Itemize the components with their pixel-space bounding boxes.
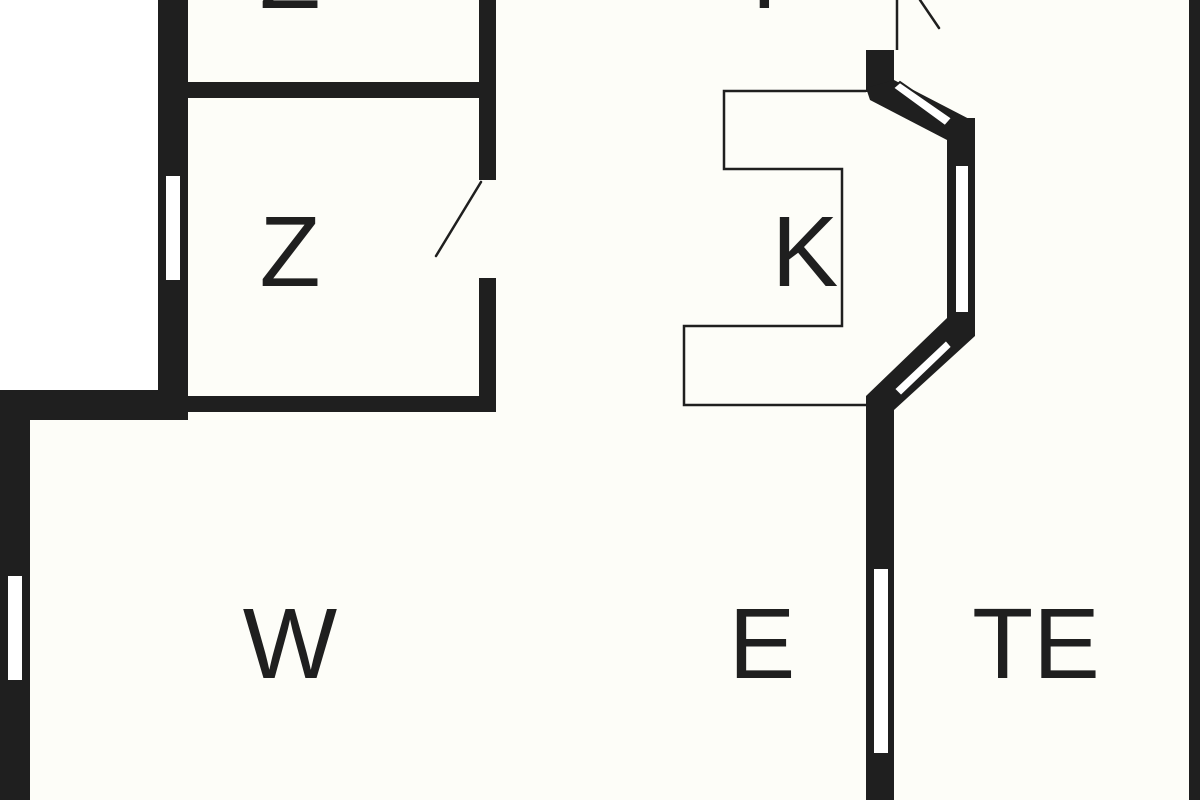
door-top-right	[918, 0, 941, 30]
window-bay-lower	[892, 338, 954, 398]
wall-bedroom-right-lower	[479, 278, 496, 412]
room-label-dining: E	[729, 588, 796, 700]
room-label-terrace: TE	[972, 588, 1100, 700]
room-label-hall: F	[751, 0, 812, 30]
room-label-bedroom: Z	[259, 196, 320, 308]
room-label-bedroom-top: Z	[259, 0, 320, 30]
room-label-living: W	[243, 588, 338, 700]
window-dining-terrace	[872, 567, 890, 755]
door-bedroom	[434, 180, 483, 258]
wall-between-bedrooms	[188, 82, 488, 98]
kitchen-counter	[682, 89, 866, 407]
wall-living-top	[0, 390, 188, 420]
wall-terrace-right	[1189, 0, 1200, 800]
wall-bedroom-bottom	[188, 396, 496, 412]
building-floor	[160, 0, 1200, 410]
window-bedroom-left	[164, 174, 182, 282]
window-bay-vertical	[954, 164, 970, 314]
building-floor-lower	[0, 390, 1200, 800]
room-label-kitchen: K	[772, 196, 839, 308]
window-living-left	[6, 574, 24, 682]
window-bay-upper	[891, 80, 954, 128]
